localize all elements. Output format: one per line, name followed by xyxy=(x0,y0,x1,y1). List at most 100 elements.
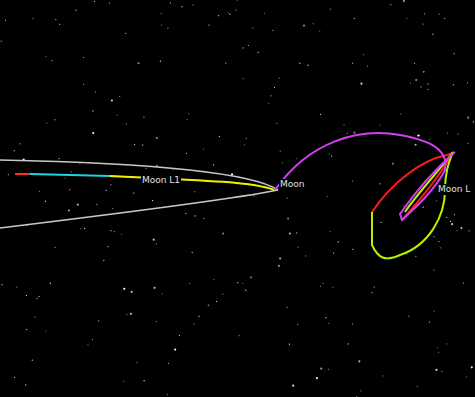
star xyxy=(429,321,430,322)
star xyxy=(352,323,353,324)
star xyxy=(268,103,269,104)
star xyxy=(68,209,70,211)
star xyxy=(415,79,417,81)
star xyxy=(192,252,193,253)
star xyxy=(161,293,162,294)
star xyxy=(427,84,428,85)
star xyxy=(123,288,125,290)
star xyxy=(168,363,169,364)
star xyxy=(238,335,239,336)
star xyxy=(152,200,153,201)
star xyxy=(106,190,107,191)
star xyxy=(433,236,434,237)
star xyxy=(381,222,382,223)
star xyxy=(327,196,328,197)
star xyxy=(352,249,353,250)
star xyxy=(332,287,333,288)
star xyxy=(287,197,288,198)
star xyxy=(414,63,415,64)
star xyxy=(69,189,70,190)
moon-orbit-lower xyxy=(0,190,278,228)
star xyxy=(110,184,111,185)
star xyxy=(19,143,20,144)
star xyxy=(203,148,204,149)
star xyxy=(32,18,33,19)
star xyxy=(403,205,404,206)
star xyxy=(77,204,79,206)
star xyxy=(343,124,344,125)
star xyxy=(54,247,55,248)
star xyxy=(208,24,209,25)
star xyxy=(229,14,230,15)
star xyxy=(348,343,349,344)
star xyxy=(95,91,96,92)
star xyxy=(352,63,353,64)
star xyxy=(243,78,244,79)
star xyxy=(279,257,281,259)
star xyxy=(406,18,407,19)
star xyxy=(222,232,224,234)
star xyxy=(133,192,134,193)
star xyxy=(333,253,334,254)
star xyxy=(126,314,127,315)
star xyxy=(272,30,273,31)
star xyxy=(187,119,188,120)
star xyxy=(1,40,2,41)
star xyxy=(270,95,271,96)
star xyxy=(189,283,190,284)
star xyxy=(444,18,445,19)
star xyxy=(374,286,375,287)
star xyxy=(173,169,174,170)
star xyxy=(360,83,362,85)
star xyxy=(382,375,383,376)
star xyxy=(471,366,473,368)
star xyxy=(330,8,331,9)
star xyxy=(160,61,161,62)
star xyxy=(34,316,35,317)
star xyxy=(186,153,187,154)
star xyxy=(328,369,329,370)
star xyxy=(305,255,306,256)
star xyxy=(390,4,391,5)
star xyxy=(51,60,52,61)
star xyxy=(92,132,94,134)
star xyxy=(144,380,145,381)
star xyxy=(194,191,195,192)
star xyxy=(145,168,146,169)
moon-orbit-upper xyxy=(0,160,278,190)
star xyxy=(161,24,162,25)
star xyxy=(55,19,56,20)
star xyxy=(403,0,405,2)
star xyxy=(107,246,108,247)
yellow-trajectory-segment xyxy=(110,176,274,190)
star xyxy=(292,385,294,387)
star xyxy=(316,377,318,379)
star xyxy=(446,343,447,344)
star xyxy=(438,352,439,353)
star xyxy=(417,386,418,387)
star xyxy=(243,47,244,48)
star xyxy=(174,348,176,350)
star xyxy=(423,207,424,208)
star xyxy=(417,134,419,136)
star xyxy=(45,201,46,202)
star xyxy=(456,230,457,231)
star xyxy=(367,66,368,67)
star xyxy=(423,72,424,73)
star xyxy=(181,6,182,7)
star xyxy=(119,96,120,97)
star xyxy=(303,24,305,26)
star xyxy=(439,14,440,15)
star xyxy=(84,228,85,229)
star xyxy=(400,113,401,114)
star xyxy=(121,234,122,235)
star xyxy=(50,283,51,284)
star xyxy=(287,217,289,219)
star xyxy=(468,230,469,231)
star xyxy=(353,132,355,134)
star xyxy=(203,218,204,219)
star xyxy=(54,119,55,120)
star xyxy=(14,377,15,378)
